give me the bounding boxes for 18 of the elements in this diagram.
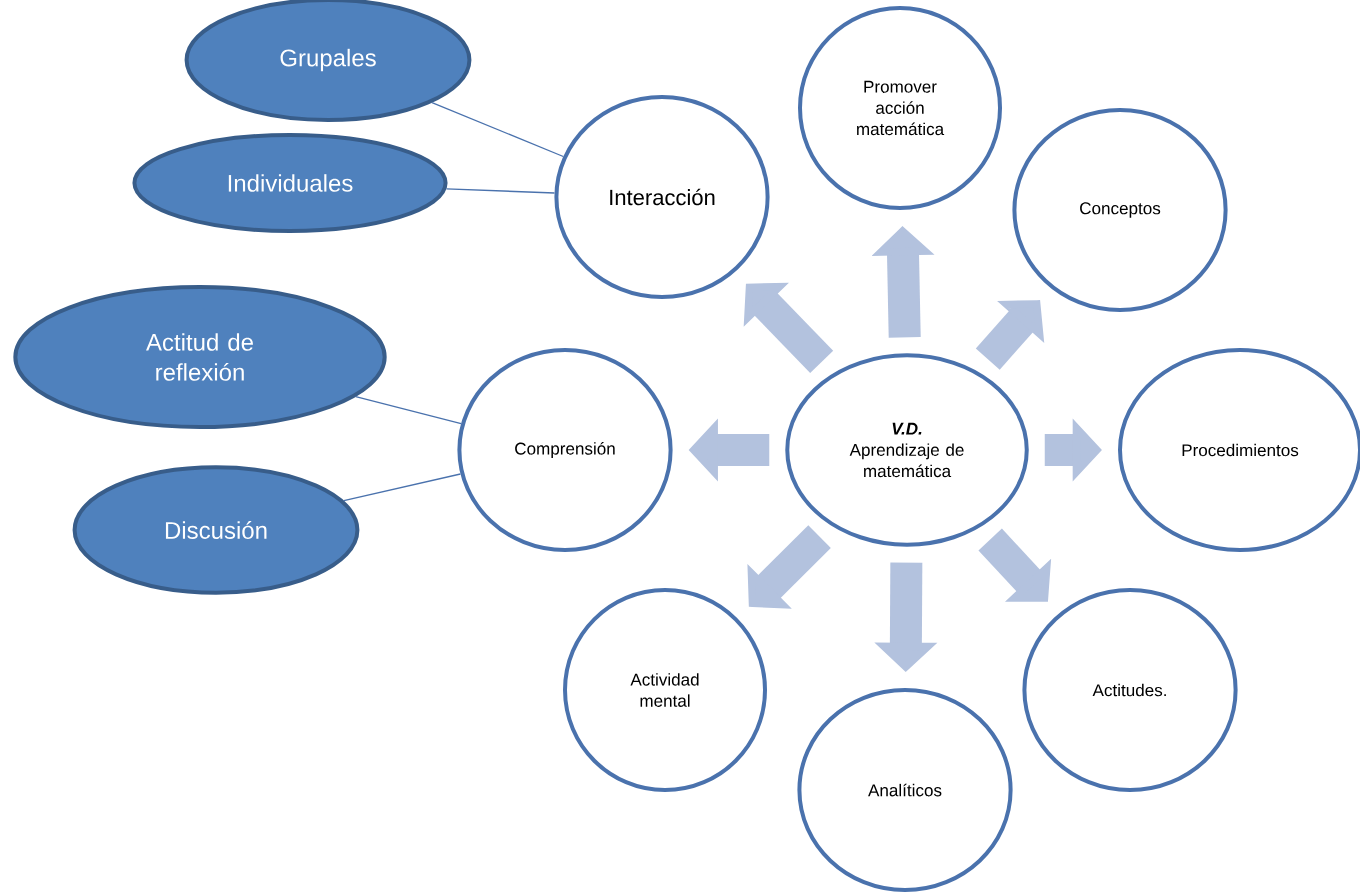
ellipse-node: Actitud de reflexión [13,285,387,429]
connector-line [445,188,556,194]
circle-node: Conceptos [1012,108,1228,312]
circle-node: V.D. Aprendizaje de matemática [785,353,1029,547]
circle-node: Comprensión [457,348,673,552]
block-arrow [743,282,834,373]
circle-node: Promover acción matemática [798,6,1002,210]
ellipse-node: Individuales [132,133,448,233]
block-arrow [978,528,1052,602]
connector-line [343,473,462,502]
ellipse-node: Discusión [72,465,360,595]
circle-node: Actividad mental [563,588,767,792]
circle-node: Interacción [554,95,770,299]
block-arrow [747,525,831,609]
circle-node: Analíticos [797,688,1013,892]
connector-line [355,396,462,425]
connector-line [431,102,564,158]
circle-node: Actitudes. [1022,588,1238,792]
